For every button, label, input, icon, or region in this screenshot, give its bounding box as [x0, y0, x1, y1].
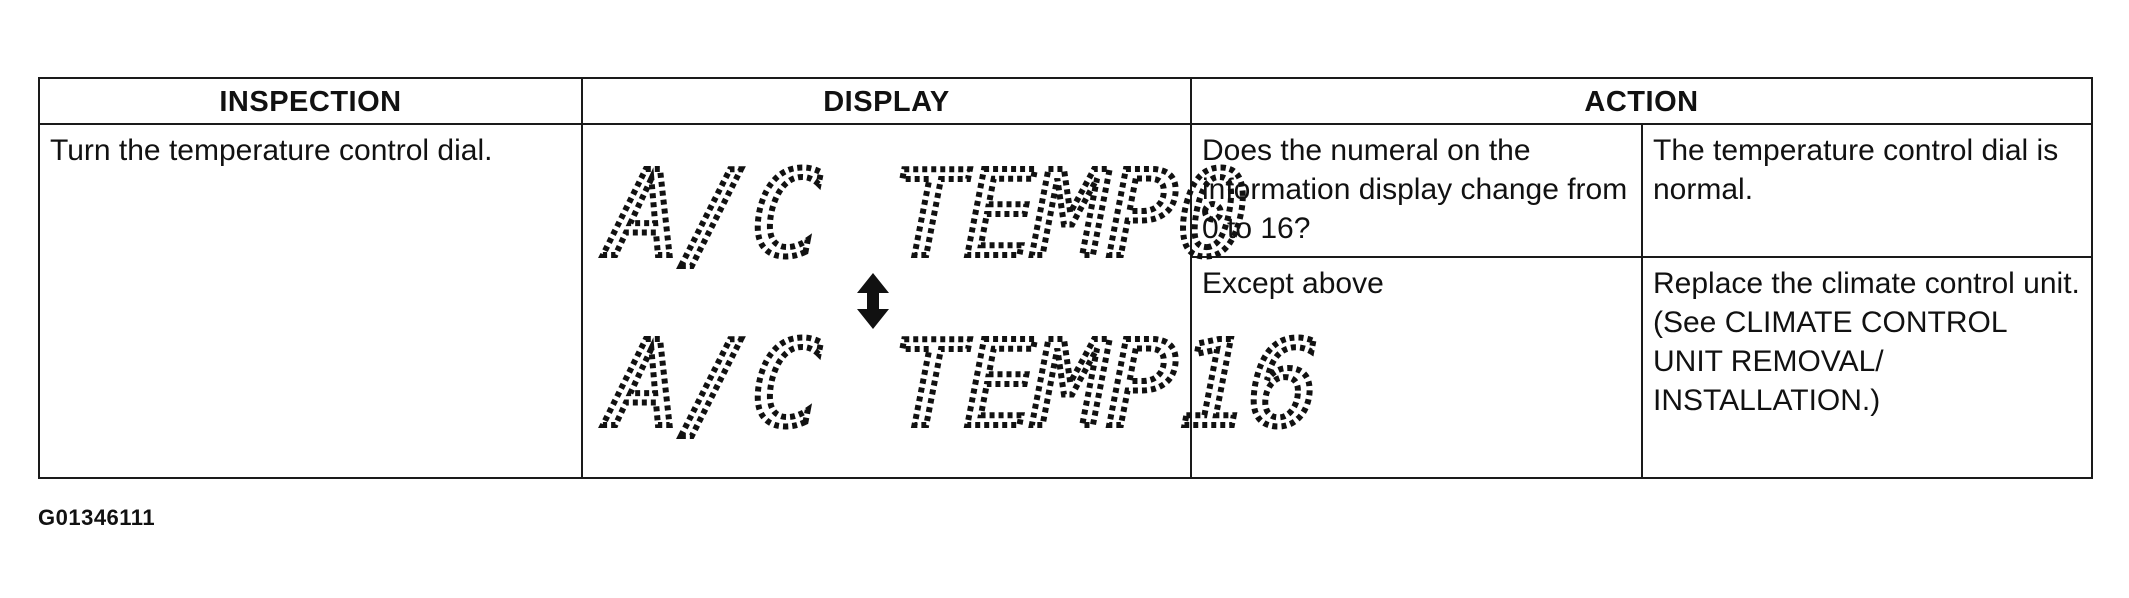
- action-result-other-cell: Replace the climate control unit. (See C…: [1640, 256, 2094, 479]
- inspection-table: INSPECTION DISPLAY ACTION Turn the tempe…: [38, 77, 2094, 479]
- display-cell: A/C TEMP0 A/C TEMP16: [581, 123, 1322, 479]
- inspection-table-wrapper: INSPECTION DISPLAY ACTION Turn the tempe…: [38, 77, 2094, 479]
- table-row: Except above Replace the climate control…: [39, 256, 2094, 479]
- header-inspection: INSPECTION: [38, 77, 583, 125]
- header-display: DISPLAY: [581, 77, 1192, 125]
- action-condition-other-cell: Except above: [1190, 256, 1643, 479]
- figure-id: G01346111: [38, 505, 156, 530]
- table-row: Turn the temperature control dial. A/C T…: [38, 123, 2094, 479]
- header-row: INSPECTION DISPLAY ACTION: [38, 77, 2094, 125]
- inspection-step-cell: Turn the temperature control dial.: [38, 123, 583, 479]
- lcd-text-top: A/C TEMP0: [602, 145, 1248, 283]
- action-result-yes-cell: The temperature control dial is normal.: [1640, 123, 2094, 258]
- up-down-arrow-icon: [857, 273, 889, 329]
- header-action: ACTION: [1189, 77, 2094, 125]
- lcd-text-bottom: A/C TEMP16: [602, 315, 1319, 453]
- action-question-cell: Does the numeral on the information disp…: [1190, 123, 1643, 258]
- lcd-display: A/C TEMP0 A/C TEMP16: [599, 142, 1322, 456]
